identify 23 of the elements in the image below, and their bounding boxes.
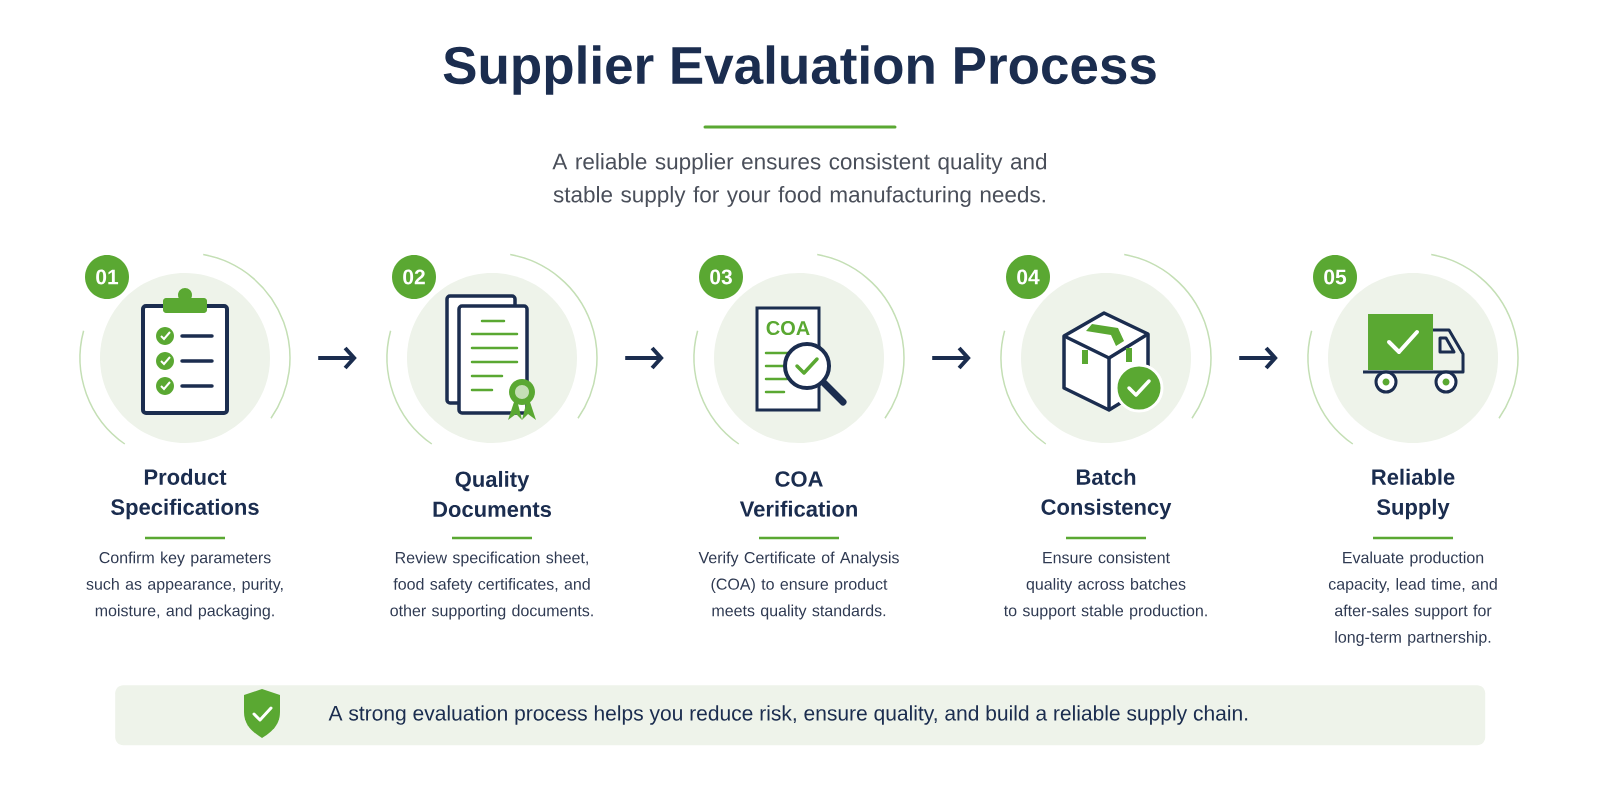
step-heading: COA Verification [739, 471, 857, 517]
step-heading: Reliable Supply [1372, 468, 1455, 520]
step-description: Review specification sheet, food safety certificates, and other supporting documents. [390, 551, 593, 620]
step-number-badge: 01 [85, 255, 129, 299]
step-heading: Quality Documents [433, 470, 551, 518]
document-heading: COA [766, 320, 810, 336]
title: Supplier Evaluation Process [443, 45, 1156, 95]
step-number-badge: 03 [699, 255, 743, 299]
step-description: Confirm key parameters such as appearance, purity, moisture, and packaging. [86, 551, 283, 620]
step-description: Ensure consistent quality across batches to support stable production. [1003, 551, 1207, 620]
step-heading: Batch Consistency [1041, 468, 1172, 520]
step-description: Verify Certificate of Analysis (COA) to ensure product meets quality standards. [698, 551, 899, 620]
arrow [932, 346, 971, 370]
arrow [625, 346, 664, 370]
subtitle: A reliable supplier ensures consistent quality and stable supply for your food manufacturing needs. [552, 153, 1047, 207]
step-description: Evaluate production capacity, lead time, and after-sales support for long-term partnership. [1328, 551, 1497, 646]
arrow [1239, 346, 1278, 370]
step-heading: Product Specifications [111, 468, 259, 520]
step-number-badge: 04 [1006, 255, 1050, 299]
summary-banner: A strong evaluation process helps you reduce risk, ensure quality, and build a reliable supply chain. [115, 685, 1486, 746]
step-number-badge: 05 [1313, 255, 1357, 299]
arrow [318, 346, 357, 370]
step-number-badge: 02 [392, 255, 436, 299]
